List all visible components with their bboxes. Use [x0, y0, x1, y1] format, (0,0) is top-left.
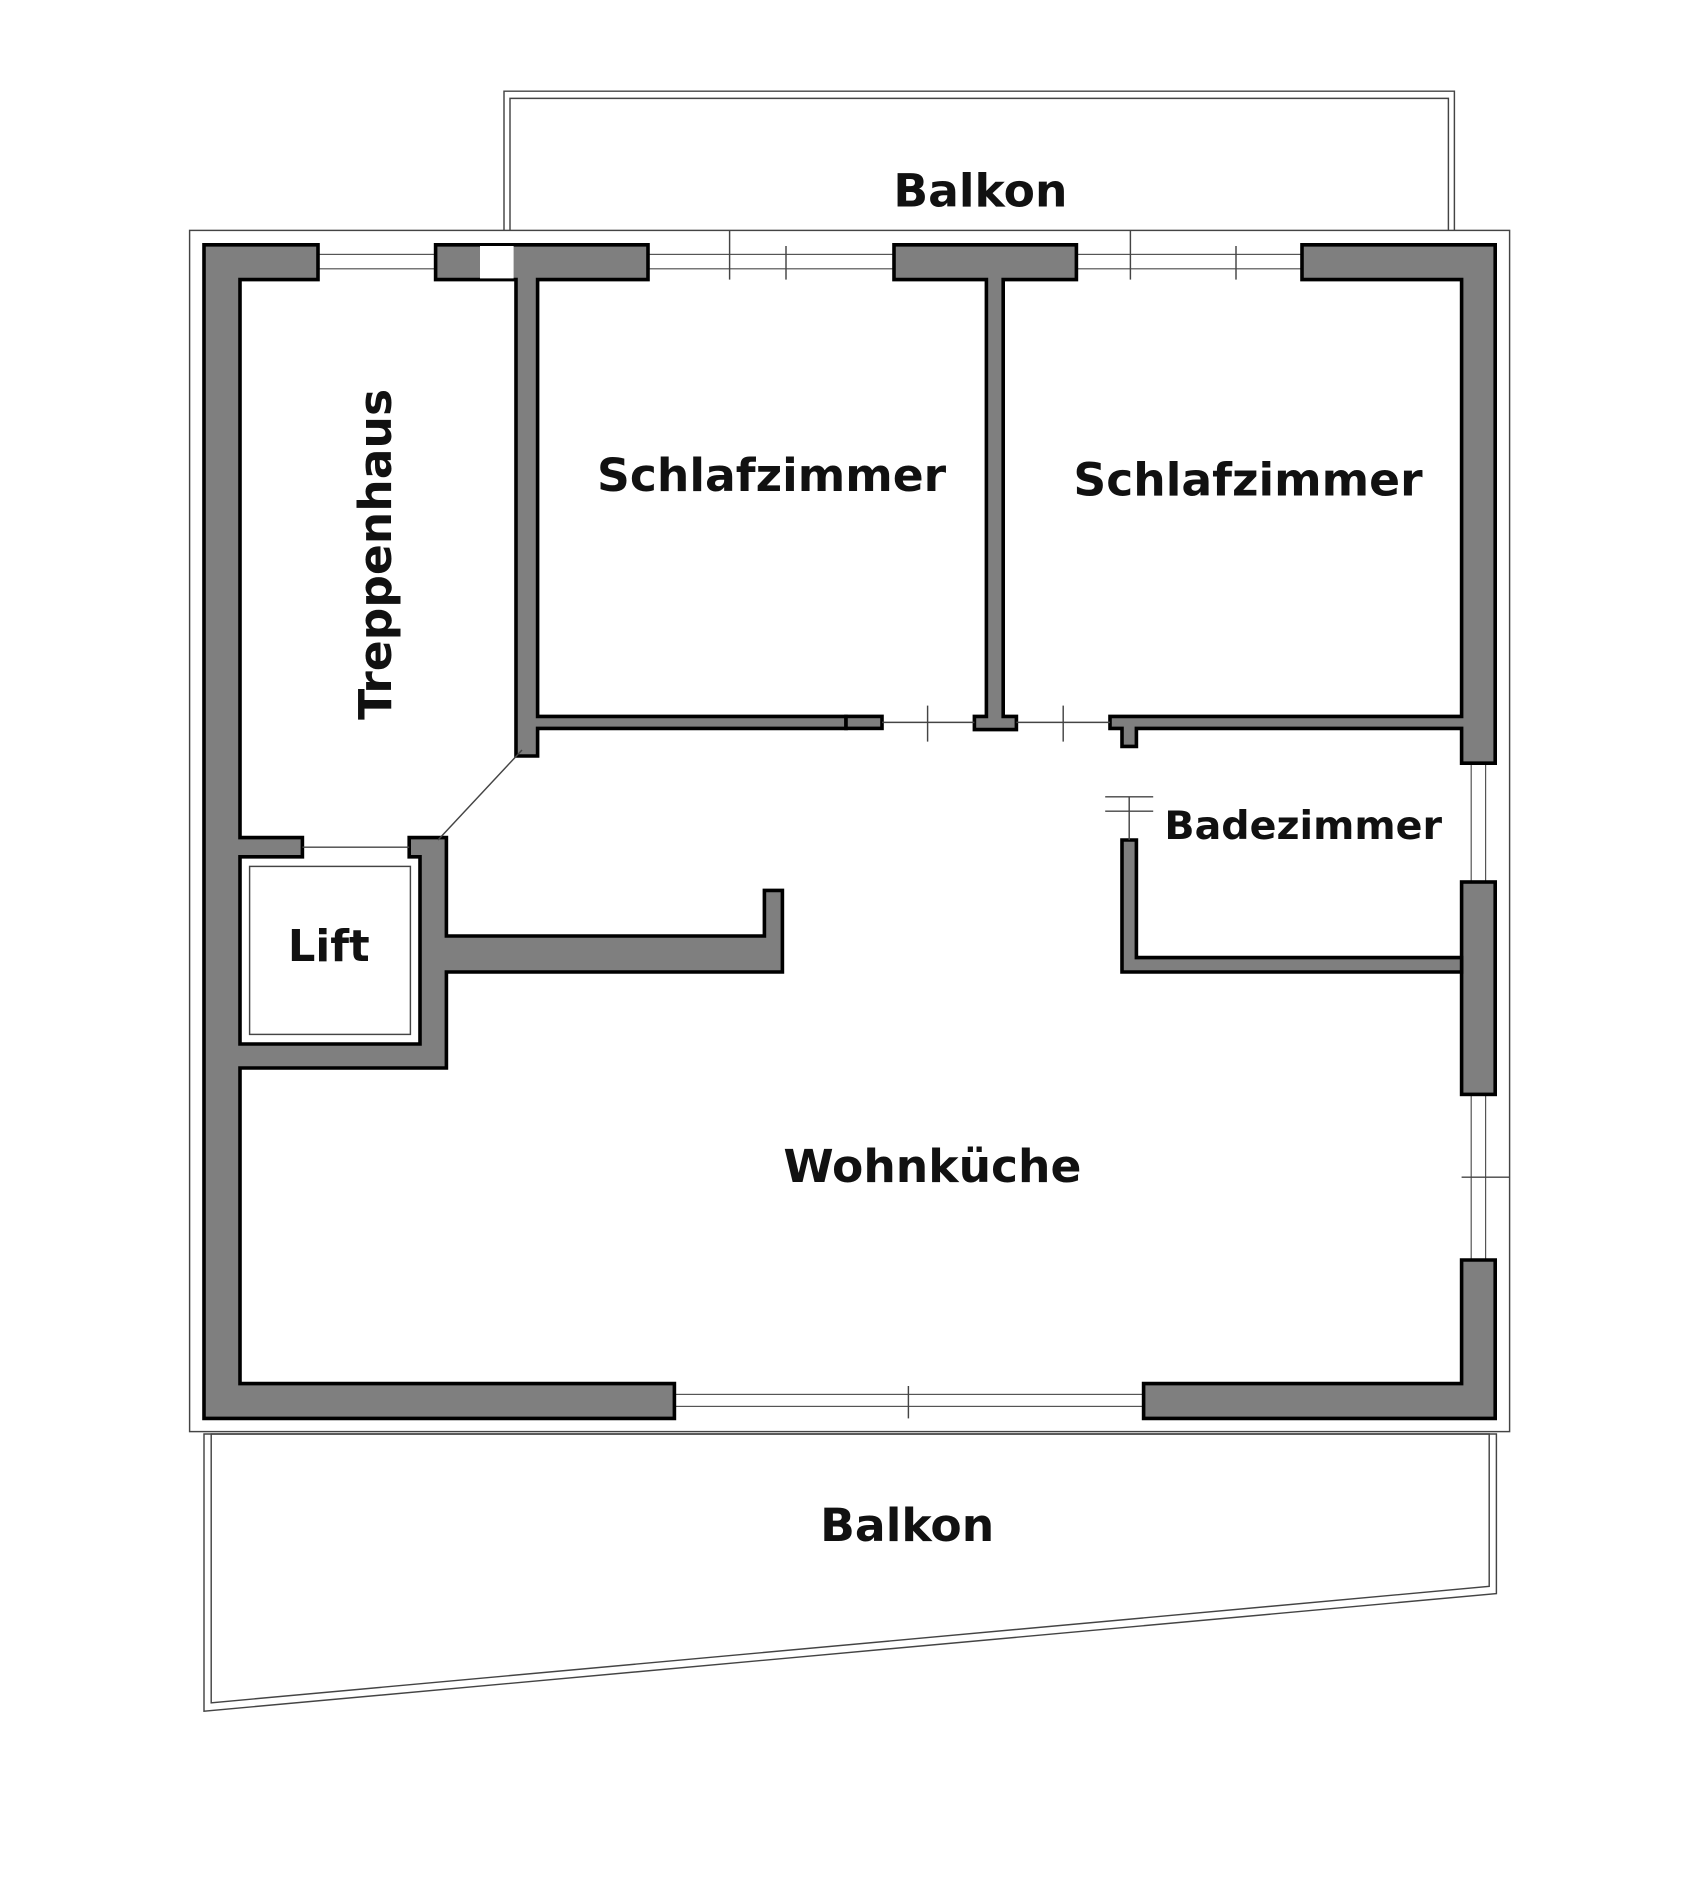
- label-wohnkueche: Wohnküche: [783, 1140, 1081, 1193]
- label-balkon-bottom: Balkon: [820, 1499, 994, 1552]
- windows: [317, 230, 1510, 1419]
- label-balkon-top: Balkon: [893, 164, 1067, 217]
- building-outline: [188, 229, 1511, 1433]
- balcony-bottom: [203, 1433, 1498, 1712]
- doors: [302, 705, 1154, 848]
- label-schlafzimmer-2: Schlafzimmer: [1073, 454, 1423, 507]
- label-treppenhaus: Treppenhaus: [349, 389, 402, 720]
- balcony-top: [503, 90, 1456, 231]
- label-badezimmer: Badezimmer: [1164, 803, 1442, 849]
- walls: [202, 243, 1497, 1421]
- lift-shaft: [248, 865, 412, 1036]
- label-schlafzimmer-1: Schlafzimmer: [597, 449, 947, 502]
- label-lift: Lift: [288, 922, 370, 972]
